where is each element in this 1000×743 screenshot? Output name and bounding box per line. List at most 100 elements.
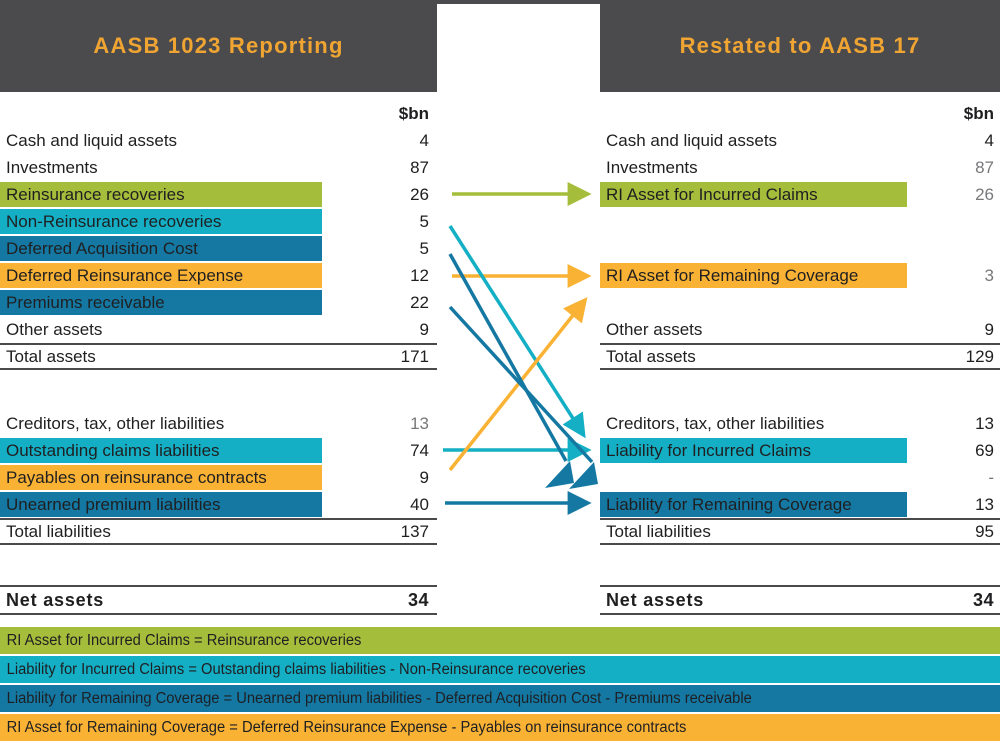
row-label: Investments [606, 157, 698, 177]
row-value: 26 [410, 184, 429, 204]
unit-row: $bn [0, 100, 437, 127]
row-label: Creditors, tax, other liabilities [606, 413, 825, 433]
highlight-bar-gold [0, 465, 322, 490]
legend-text: Liability for Incurred Claims = Outstand… [6, 660, 586, 678]
table-row: Creditors, tax, other liabilities 13 [600, 410, 1000, 437]
arrowhead-deferred-acquisition-cost [545, 461, 574, 488]
arrow-deferred-acquisition-cost [448, 253, 568, 462]
row-value: 4 [984, 130, 994, 150]
row-value: 9 [419, 467, 429, 487]
row-value: 34 [972, 589, 994, 610]
legend-text: RI Asset for Remaining Coverage = Deferr… [6, 718, 687, 736]
highlight-bar-blue [600, 492, 907, 517]
table-row: Liability for Incurred Claims 69 [600, 437, 1000, 464]
row-value: 26 [975, 184, 994, 204]
row-value: $bn [398, 103, 429, 123]
row-value: 129 [965, 346, 994, 366]
table-row: Other assets 9 [0, 316, 437, 343]
table-row: Cash and liquid assets 4 [600, 127, 1000, 154]
row-label: Total assets [6, 346, 96, 366]
row-value: 12 [410, 265, 429, 285]
header-aasb1023: AASB 1023 Reporting [0, 0, 437, 92]
row-label: RI Asset for Remaining Coverage [606, 265, 859, 285]
row-value: 3 [984, 265, 994, 285]
highlight-bar-green [0, 182, 322, 207]
arrow-payables-reinsurance [448, 297, 588, 472]
arrow-premiums-receivable [448, 305, 594, 464]
header-aasb17: Restated to AASB 17 [600, 0, 1000, 92]
table-row: Deferred Reinsurance Expense 12 [0, 262, 437, 289]
row-value: 87 [975, 157, 994, 177]
row-value: 9 [984, 319, 994, 339]
legend-text: RI Asset for Incurred Claims = Reinsuran… [6, 631, 362, 649]
row-value: 13 [410, 413, 429, 433]
unit-row: $bn [600, 100, 1000, 127]
row-value: 22 [410, 292, 429, 312]
highlight-bar-cyan [0, 209, 322, 234]
legend: RI Asset for Incurred Claims = Reinsuran… [0, 627, 1000, 743]
row-label: Reinsurance recoveries [6, 184, 185, 204]
row-label: RI Asset for Incurred Claims [606, 184, 818, 204]
row-value: 95 [975, 521, 994, 541]
row-value: - [988, 467, 994, 487]
table-row: Investments 87 [0, 154, 437, 181]
row-label: Cash and liquid assets [6, 130, 178, 150]
table-row: Liability for Remaining Coverage 13 [600, 491, 1000, 518]
row-value: 69 [975, 440, 994, 460]
row-value: 87 [410, 157, 429, 177]
legend-item-ri-asset-incurred-claims: RI Asset for Incurred Claims = Reinsuran… [0, 627, 1000, 654]
row-label: Net assets [6, 589, 105, 610]
row-label: Liability for Incurred Claims [606, 440, 812, 460]
top-divider-strip [0, 0, 1000, 4]
highlight-bar-blue [0, 492, 322, 517]
row-label: Total liabilities [606, 521, 711, 541]
table-row: Unearned premium liabilities 40 [0, 491, 437, 518]
table-row: Total liabilities 95 [600, 518, 1000, 545]
highlight-bar-green [600, 182, 907, 207]
header-aasb1023-title: AASB 1023 Reporting [93, 33, 344, 58]
row-label: Other assets [6, 319, 103, 339]
table-row: RI Asset for Incurred Claims 26 [600, 181, 1000, 208]
row-label: Total liabilities [6, 521, 111, 541]
highlight-bar-cyan [600, 438, 907, 463]
row-label: Cash and liquid assets [606, 130, 778, 150]
row-label: Non-Reinsurance recoveries [6, 211, 222, 231]
row-label: Liability for Remaining Coverage [606, 494, 852, 514]
legend-item-liability-incurred-claims: Liability for Incurred Claims = Outstand… [0, 656, 1000, 683]
arrow-non-reinsurance-recoveries [448, 225, 586, 439]
table-row [600, 235, 1000, 262]
legend-text: Liability for Remaining Coverage = Unear… [6, 689, 752, 707]
row-value: 13 [975, 494, 994, 514]
legend-item-ri-asset-remaining-coverage: RI Asset for Remaining Coverage = Deferr… [0, 714, 1000, 741]
row-value: 74 [410, 440, 429, 460]
table-row: Net assets 34 [600, 585, 1000, 615]
row-label: Deferred Reinsurance Expense [6, 265, 244, 285]
arrowhead-premiums-receivable [569, 462, 598, 489]
row-label: Investments [6, 157, 98, 177]
table-row: Investments 87 [600, 154, 1000, 181]
highlight-bar-cyan [0, 438, 322, 463]
table-row: Reinsurance recoveries 26 [0, 181, 437, 208]
row-label: Unearned premium liabilities [6, 494, 221, 514]
highlight-bar-gold [0, 263, 322, 288]
highlight-bar-blue [0, 290, 322, 315]
row-value: 13 [975, 413, 994, 433]
row-value: 9 [419, 319, 429, 339]
row-value: 40 [410, 494, 429, 514]
table-row: RI Asset for Remaining Coverage 3 [600, 262, 1000, 289]
row-value: $bn [963, 103, 994, 123]
row-label: Other assets [606, 319, 703, 339]
row-label: Net assets [606, 589, 705, 610]
row-label: Outstanding claims liabilities [6, 440, 220, 460]
highlight-bar-blue [0, 236, 322, 261]
table-row [600, 289, 1000, 316]
